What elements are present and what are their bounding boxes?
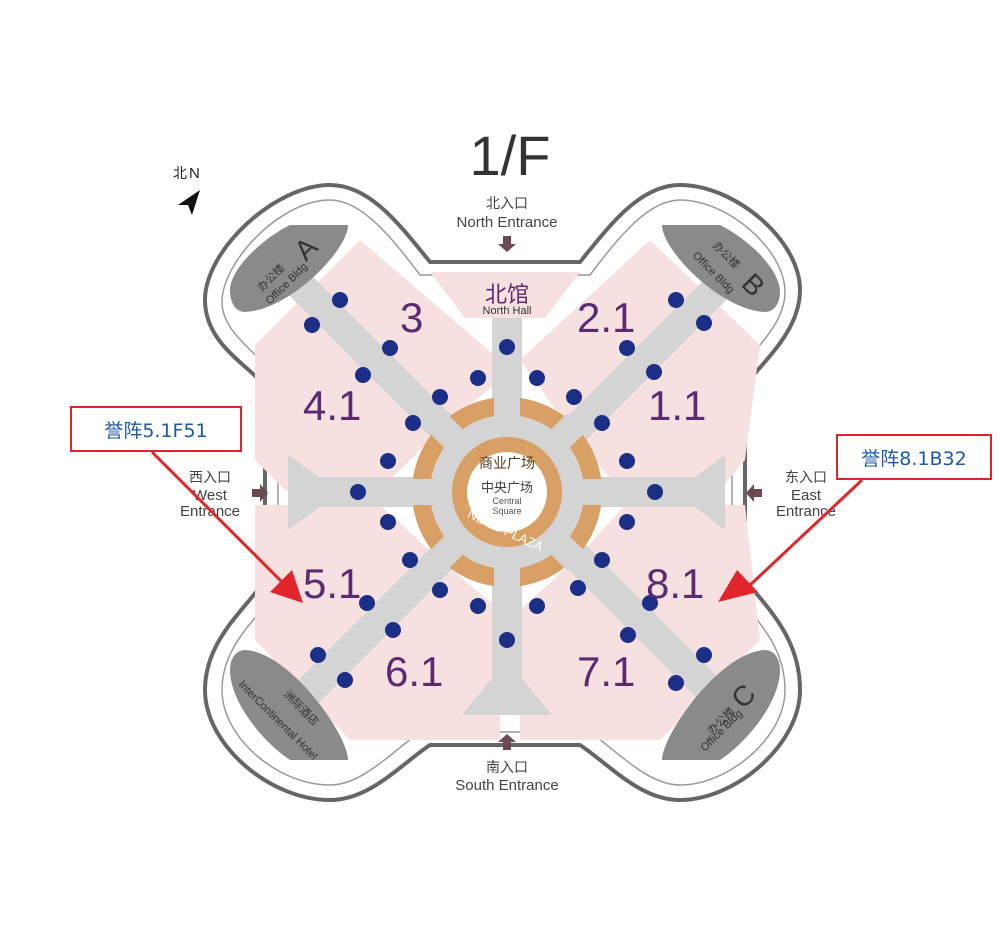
escalator-marker xyxy=(646,364,662,380)
booth-callout-left: 誉阵5.1F51 xyxy=(70,406,242,452)
north-entrance-arrow xyxy=(498,236,516,252)
south-entrance-arrow xyxy=(498,734,516,750)
hall-1-1[interactable]: 1.1 xyxy=(648,382,706,429)
escalator-marker xyxy=(696,315,712,331)
escalator-marker xyxy=(619,453,635,469)
compass-cn: 北 xyxy=(173,166,187,182)
south-entrance-en: South Entrance xyxy=(455,777,558,794)
escalator-marker xyxy=(566,389,582,405)
plaza-center-en2: Square xyxy=(492,506,521,516)
plaza-ring-cn: 商业广场 xyxy=(479,456,535,472)
hall-7-1[interactable]: 7.1 xyxy=(577,648,635,695)
escalator-marker xyxy=(529,598,545,614)
escalator-marker xyxy=(668,675,684,691)
compass-en: N xyxy=(189,165,200,182)
plaza-center-cn: 中央广场 xyxy=(481,481,533,496)
plaza-spokes xyxy=(410,395,604,590)
escalator-marker xyxy=(405,415,421,431)
plaza-center-en1: Central xyxy=(492,496,521,506)
escalator-marker xyxy=(696,647,712,663)
plaza-center xyxy=(467,452,547,532)
escalator-marker xyxy=(668,292,684,308)
escalator-marker xyxy=(304,317,320,333)
escalator-marker xyxy=(355,367,371,383)
north-hall-area xyxy=(430,272,580,318)
escalator-marker xyxy=(332,292,348,308)
escalator-marker xyxy=(385,622,401,638)
hall-5-1[interactable]: 5.1 xyxy=(303,560,361,607)
escalator-marker xyxy=(350,484,366,500)
north-entrance-en: North Entrance xyxy=(457,214,558,231)
north-hall-en: North Hall xyxy=(483,305,532,317)
escalator-marker xyxy=(570,580,586,596)
north-hall-cn: 北馆 xyxy=(485,283,529,308)
hall-6-1[interactable]: 6.1 xyxy=(385,648,443,695)
booth-callout-right: 誉阵8.1B32 xyxy=(836,434,992,480)
east-entrance-arrow xyxy=(746,484,762,502)
escalator-marker xyxy=(642,595,658,611)
escalator-marker xyxy=(310,647,326,663)
north-arrow-icon xyxy=(178,190,200,215)
escalator-marker xyxy=(529,370,545,386)
west-entrance-en1: West xyxy=(193,487,228,504)
escalator-marker xyxy=(380,514,396,530)
escalator-marker xyxy=(619,514,635,530)
callout-arrows xyxy=(150,450,864,603)
escalator-marker xyxy=(337,672,353,688)
east-entrance-cn: 东入口 xyxy=(785,470,827,486)
escalator-marker xyxy=(470,370,486,386)
north-entrance-cn: 北入口 xyxy=(486,196,528,212)
hall-2-1[interactable]: 2.1 xyxy=(577,294,635,341)
escalator-marker xyxy=(382,340,398,356)
escalator-marker xyxy=(620,627,636,643)
escalator-marker xyxy=(594,415,610,431)
escalator-marker xyxy=(432,582,448,598)
escalator-marker xyxy=(432,389,448,405)
hall-8-1[interactable]: 8.1 xyxy=(646,560,704,607)
escalator-marker xyxy=(499,632,515,648)
escalator-markers xyxy=(304,292,712,691)
booth-callout-left-text: 誉阵5.1F51 xyxy=(104,419,208,442)
east-entrance-en2: Entrance xyxy=(776,503,836,520)
escalator-marker xyxy=(470,598,486,614)
entrance-funnels xyxy=(288,455,725,715)
escalator-marker xyxy=(359,595,375,611)
west-entrance-cn: 西入口 xyxy=(189,470,231,486)
east-entrance-en1: East xyxy=(791,487,822,504)
escalator-marker xyxy=(647,484,663,500)
hall-4-1[interactable]: 4.1 xyxy=(303,382,361,429)
escalator-marker xyxy=(594,552,610,568)
intercontinental-hotel[interactable] xyxy=(230,650,348,760)
office-bldg-a[interactable] xyxy=(230,225,348,312)
hall-3[interactable]: 3 xyxy=(400,294,423,341)
booth-callout-right-text: 誉阵8.1B32 xyxy=(861,447,967,470)
west-entrance-arrow xyxy=(252,484,268,502)
escalator-marker xyxy=(380,453,396,469)
escalator-marker xyxy=(499,339,515,355)
south-entrance-cn: 南入口 xyxy=(486,760,528,776)
office-bldg-c[interactable] xyxy=(662,650,780,760)
escalator-marker xyxy=(402,552,418,568)
floor-title: 1/F xyxy=(470,124,551,187)
office-bldg-b[interactable] xyxy=(662,225,780,312)
escalator-marker xyxy=(619,340,635,356)
